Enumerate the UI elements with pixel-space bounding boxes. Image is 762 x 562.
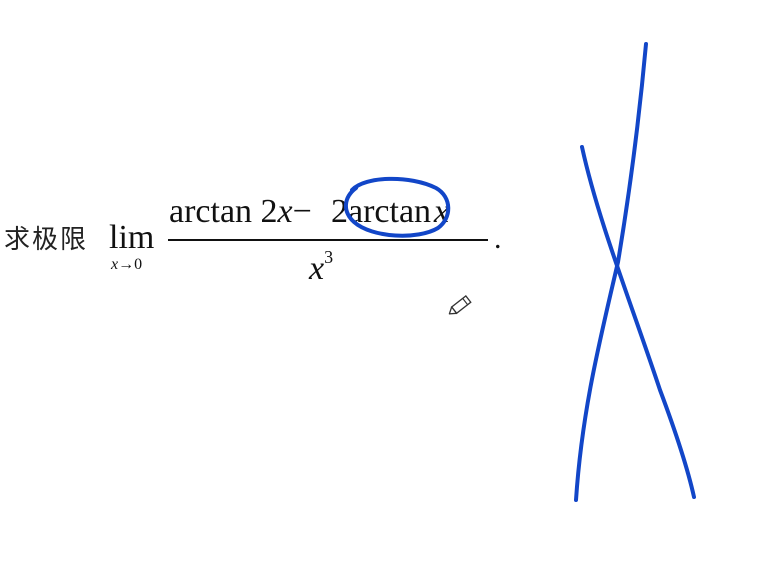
numerator-minus: −: [292, 193, 312, 230]
numerator-part-1: arctan 2x−: [169, 193, 312, 231]
numerator-term2-func: arctan: [348, 193, 432, 230]
end-punctuation: .: [494, 222, 502, 255]
numerator-part-2: 2arctan x: [331, 193, 449, 231]
cross-stroke-2: [580, 145, 696, 499]
denominator: x3: [309, 246, 334, 288]
numerator-coef: 2: [331, 193, 348, 230]
limit-subscript: x→0: [111, 256, 142, 274]
limit-variable: x: [111, 256, 119, 273]
pencil-icon[interactable]: [447, 295, 472, 317]
fraction-bar: [168, 239, 488, 241]
limit-arrow: →: [118, 256, 135, 273]
denominator-var: x: [309, 250, 325, 287]
cross-stroke-1: [574, 42, 648, 502]
numerator-term1-var: x: [277, 193, 293, 230]
numerator-term1-func: arctan 2: [169, 193, 278, 230]
limit-target: 0: [134, 256, 143, 273]
circle-annotation: [344, 176, 451, 238]
problem-prompt: 求极限: [4, 225, 89, 255]
limit-operator: lim: [109, 219, 155, 256]
denominator-exponent: 3: [324, 246, 334, 267]
